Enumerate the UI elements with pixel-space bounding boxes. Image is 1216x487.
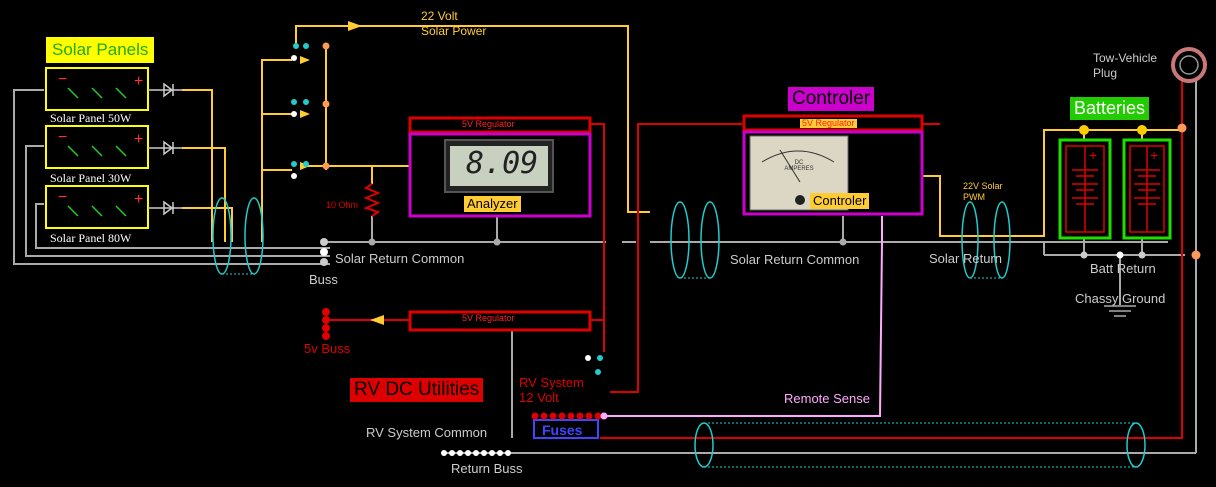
panel-30w-label: Solar Panel 30W	[50, 171, 132, 185]
controler-title: Controler	[788, 87, 875, 111]
chassy-ground-label: Chassy Ground	[1075, 291, 1166, 306]
switch-arrow-1	[300, 56, 310, 64]
junction-dots	[320, 123, 1201, 456]
fuse-block	[533, 419, 599, 439]
positive-wires	[330, 80, 1183, 439]
svg-text:+: +	[134, 73, 143, 90]
rv-dc-utilities-title: RV DC Utilities	[350, 378, 484, 402]
cable-ring-guides	[222, 273, 1136, 468]
svg-text:+: +	[1089, 147, 1097, 163]
tow-plug-label-1: Tow-Vehicle	[1093, 51, 1158, 65]
solar-return-label: Solar Return	[929, 251, 1002, 266]
regulator-label-utilities: 5V Regulator	[462, 313, 515, 323]
panel-80w-label: Solar Panel 80W	[50, 231, 132, 245]
return-wires	[13, 80, 1197, 454]
batt-return-label: Batt Return	[1090, 261, 1156, 276]
solar-pwm-label-1: 22V Solar	[963, 181, 1003, 191]
cable-rings	[212, 197, 1146, 468]
ammeter-knob	[795, 195, 805, 205]
battery-1: +	[1058, 138, 1112, 240]
solar-return-common-label-2: Solar Return Common	[730, 252, 860, 267]
battery-2: +	[1122, 138, 1172, 240]
rv-system-label-2: 12 Volt	[519, 390, 559, 405]
tow-plug-label-2: Plug	[1093, 66, 1118, 80]
svg-text:−: −	[58, 71, 67, 88]
buss-label: Buss	[309, 272, 338, 287]
solar-panel-80w: − +	[45, 185, 149, 229]
return-buss-label: Return Buss	[451, 461, 523, 476]
switch-contacts	[291, 42, 603, 375]
solar-flow-arrow	[348, 21, 362, 31]
five-v-arrow	[370, 315, 384, 325]
svg-text:+: +	[134, 191, 143, 208]
rv-system-label-1: RV System	[519, 375, 584, 390]
regulator-label-analyzer: 5V Regulator	[462, 119, 515, 129]
svg-text:−: −	[58, 189, 67, 206]
remote-sense-label: Remote Sense	[784, 391, 870, 406]
rv-system-common-label: RV System Common	[366, 425, 488, 440]
chassis-ground-symbol	[1104, 305, 1136, 317]
meter-display-screen	[450, 146, 548, 186]
resistor-10-ohm	[363, 183, 381, 217]
solar-panel-30w: − +	[45, 125, 149, 169]
solar-panels-title: Solar Panels	[46, 37, 155, 63]
ammeter-scale-label: DC AMPERES	[784, 160, 814, 173]
controler-tag: Controler	[810, 193, 870, 209]
regulator-box-controler	[742, 114, 924, 132]
batteries-title: Batteries	[1070, 97, 1150, 120]
analyzer-box	[408, 132, 592, 218]
controler-box	[742, 130, 924, 216]
tow-vehicle-plug	[1171, 47, 1207, 83]
volt22-label-1: 22 Volt	[421, 9, 458, 23]
regulator-box-utilities	[408, 310, 592, 332]
svg-text:−: −	[58, 129, 67, 146]
remote-sense-wire	[604, 216, 883, 417]
ten-ohm-label: 10 Ohm	[326, 200, 359, 210]
ammeter-needle	[779, 149, 801, 183]
svg-text:+: +	[134, 131, 143, 148]
solar-pwm-label-2: PWM	[963, 192, 985, 202]
diodes	[148, 82, 182, 216]
fuses-label: Fuses	[542, 422, 583, 438]
solar-panel-50w: − +	[45, 67, 149, 111]
switch-arrow-2	[300, 110, 310, 118]
regulator-label-controler: 5V Regulator	[800, 118, 857, 129]
panel-50w-label: Solar Panel 50W	[50, 111, 132, 125]
analyzer-label: Analyzer	[464, 196, 521, 212]
meter-reading: 8.09	[466, 146, 539, 181]
solar-return-common-label-1: Solar Return Common	[335, 251, 465, 266]
volt22-label-2: Solar Power	[421, 24, 487, 38]
five-v-buss-label: 5v Buss	[304, 341, 351, 356]
regulator-box-analyzer	[408, 116, 592, 134]
svg-text:+: +	[1150, 147, 1158, 163]
ammeter-arc	[761, 150, 835, 163]
